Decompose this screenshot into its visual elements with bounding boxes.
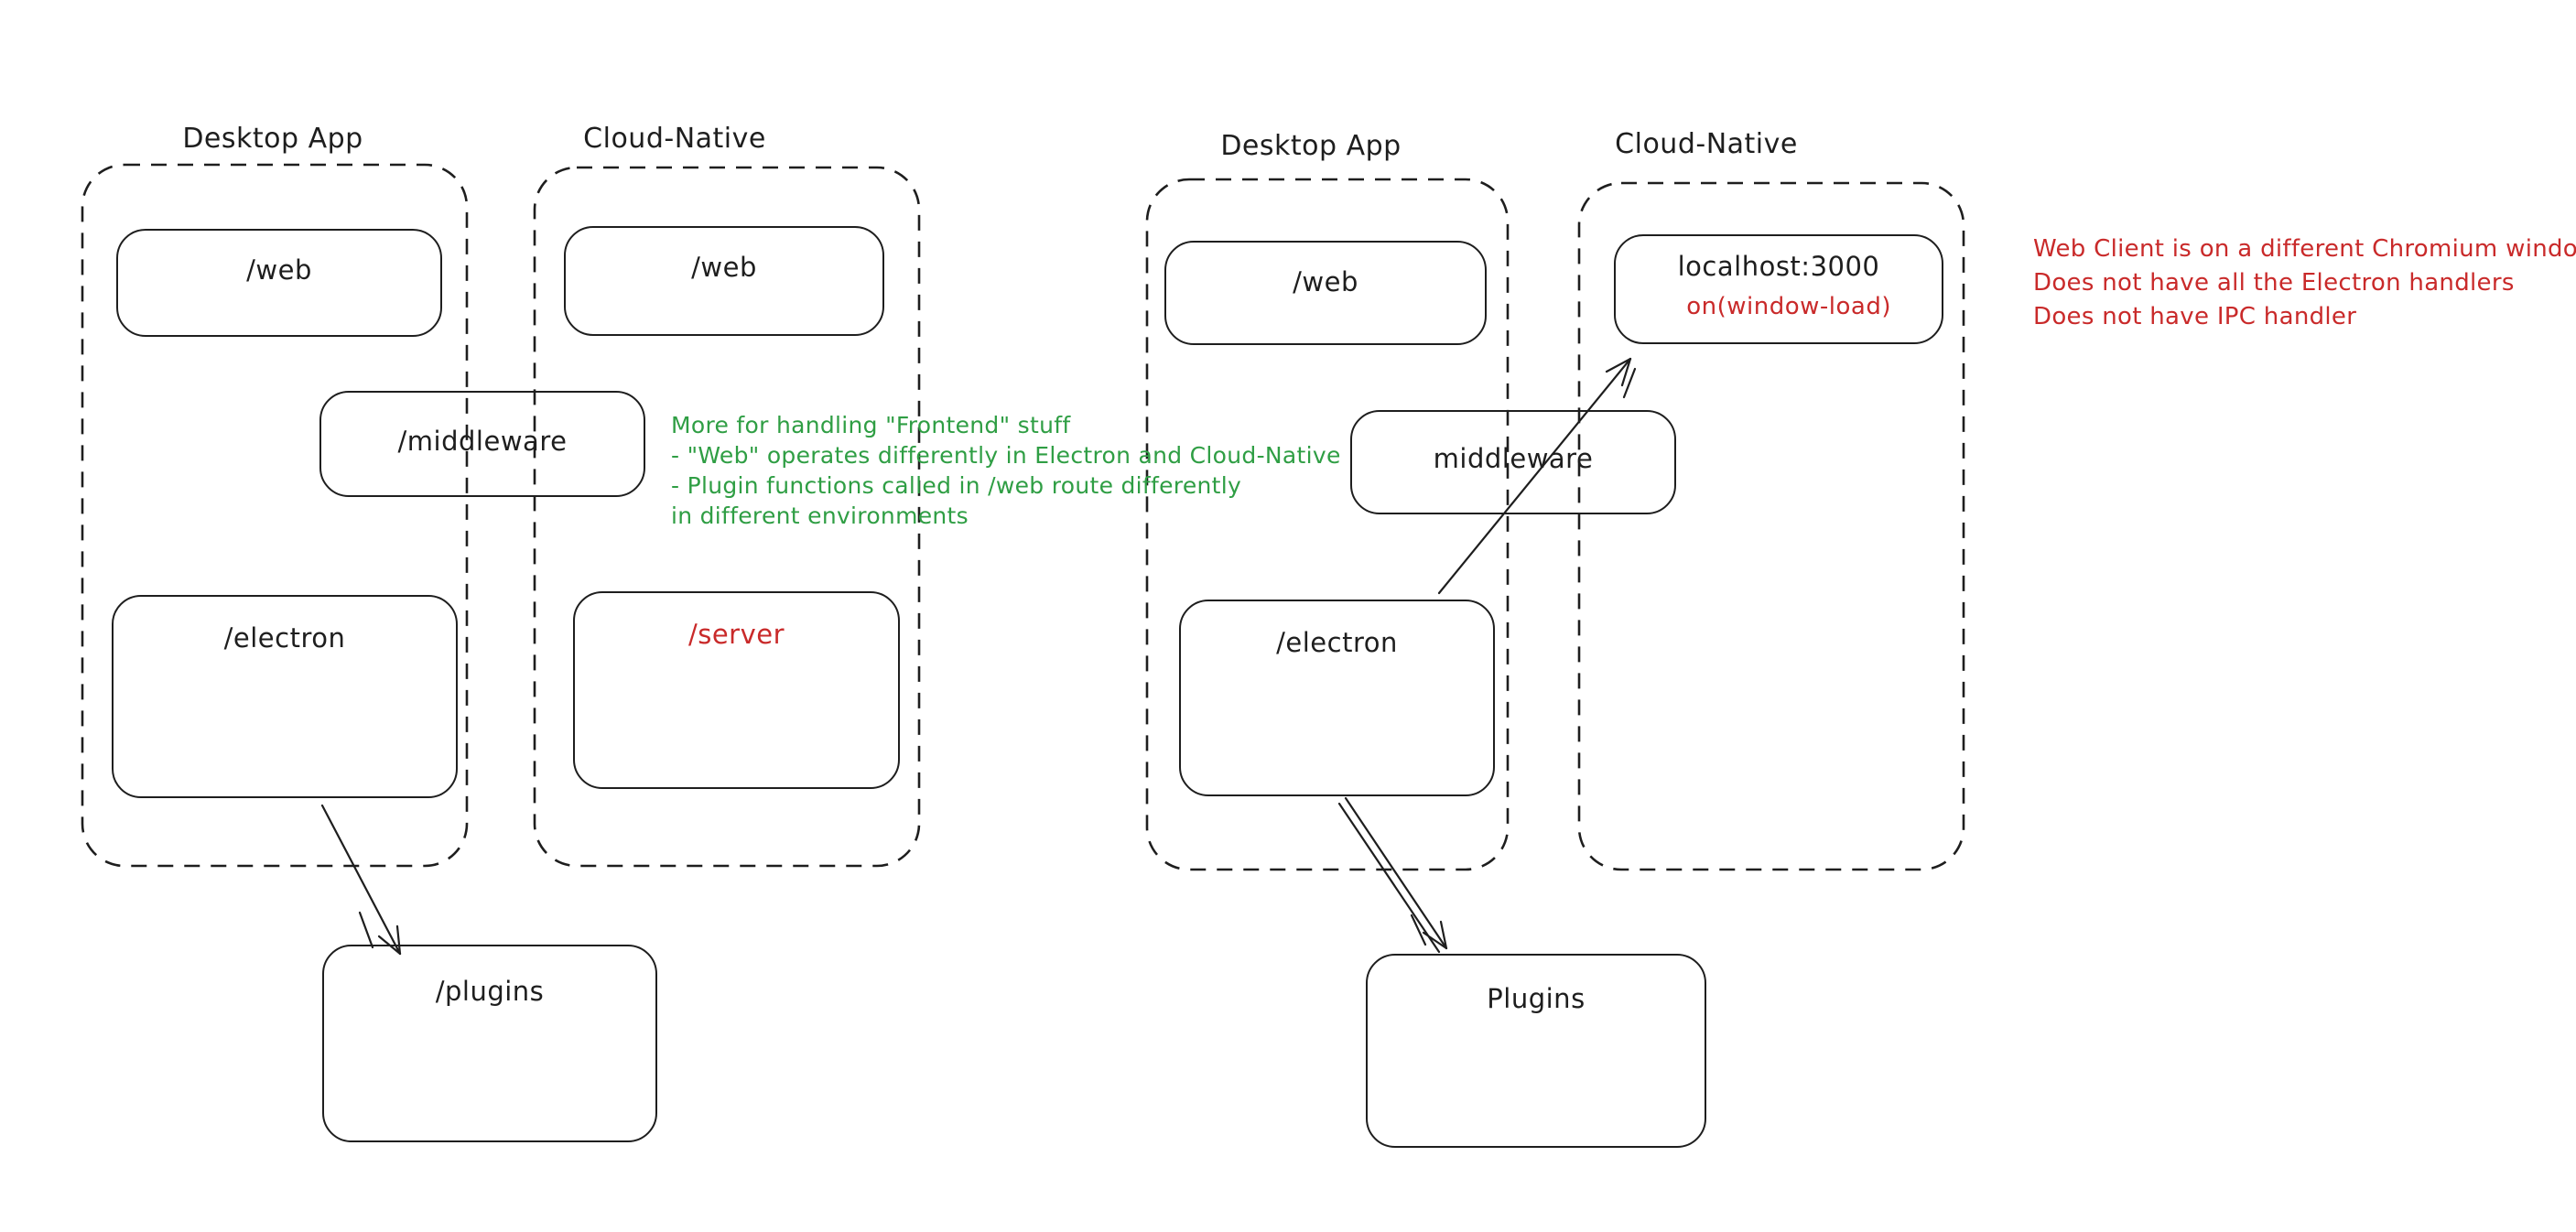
node-label: Plugins bbox=[1487, 983, 1586, 1014]
red-annotation-line: Web Client is on a different Chromium wi… bbox=[2033, 235, 2576, 263]
node-label: /web bbox=[1293, 266, 1358, 297]
node-label: /electron bbox=[223, 622, 346, 654]
node-label: /web bbox=[691, 252, 757, 283]
right-localhost-box[interactable]: localhost:3000 on(window-load) bbox=[1614, 234, 1943, 344]
right-plugins-box[interactable]: Plugins bbox=[1366, 954, 1706, 1148]
right-desktop-app-label[interactable]: Desktop App bbox=[1220, 130, 1402, 162]
right-electron-box[interactable]: /electron bbox=[1179, 600, 1495, 796]
node-label: middleware bbox=[1433, 443, 1594, 474]
left-server-box[interactable]: /server bbox=[573, 591, 900, 789]
left-web-cloud-box[interactable]: /web bbox=[564, 226, 884, 336]
left-middleware-box[interactable]: /middleware bbox=[319, 391, 645, 497]
green-annotation-line: More for handling "Frontend" stuff bbox=[671, 412, 1071, 438]
left-web-desktop-box[interactable]: /web bbox=[116, 229, 442, 337]
left-cloud-native-label[interactable]: Cloud-Native bbox=[583, 123, 766, 155]
left-plugins-box[interactable]: /plugins bbox=[322, 945, 657, 1142]
node-label: localhost:3000 bbox=[1677, 251, 1880, 282]
window-load-label: on(window-load) bbox=[1686, 293, 1891, 320]
green-annotation-line: - Plugin functions called in /web route … bbox=[671, 472, 1242, 499]
red-annotation-line: Does not have all the Electron handlers bbox=[2033, 269, 2515, 297]
node-label: /web bbox=[246, 254, 312, 286]
node-label: /middleware bbox=[397, 426, 568, 457]
right-web-desktop-box[interactable]: /web bbox=[1164, 241, 1487, 345]
right-middleware-box[interactable]: middleware bbox=[1350, 410, 1676, 514]
left-electron-box[interactable]: /electron bbox=[112, 595, 458, 798]
node-label: /plugins bbox=[435, 976, 545, 1007]
green-annotation-line: in different environments bbox=[671, 503, 969, 529]
node-label: /server bbox=[687, 619, 785, 650]
red-annotation[interactable]: Web Client is on a different Chromium wi… bbox=[2033, 232, 2576, 334]
left-desktop-app-container[interactable] bbox=[81, 163, 469, 868]
left-desktop-app-label[interactable]: Desktop App bbox=[182, 123, 363, 155]
right-cloud-native-label[interactable]: Cloud-Native bbox=[1615, 128, 1798, 160]
node-label: /electron bbox=[1276, 627, 1398, 658]
green-annotation[interactable]: More for handling "Frontend" stuff - "We… bbox=[671, 410, 1341, 531]
green-annotation-line: - "Web" operates differently in Electron… bbox=[671, 442, 1341, 469]
red-annotation-line: Does not have IPC handler bbox=[2033, 303, 2357, 330]
left-cloud-native-container[interactable] bbox=[533, 166, 921, 868]
